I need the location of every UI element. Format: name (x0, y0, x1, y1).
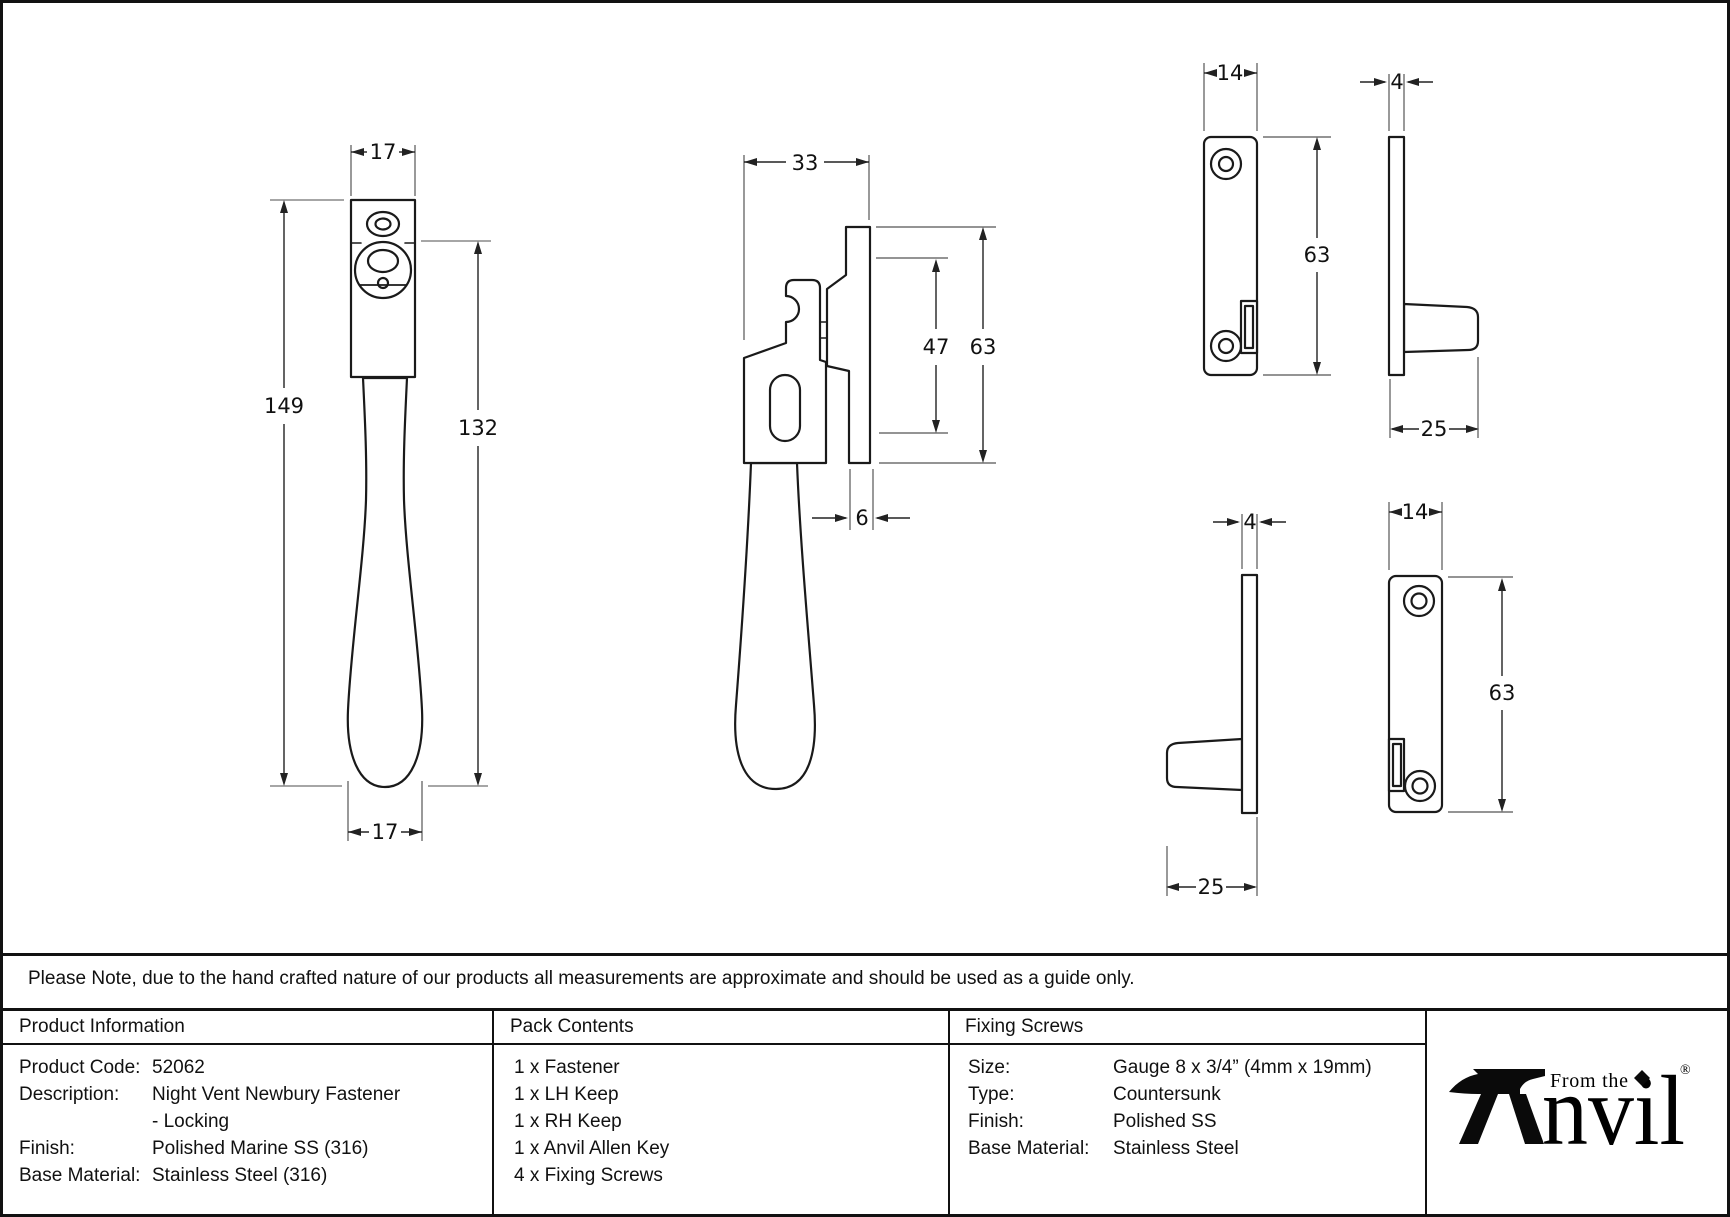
product-code-label: Product Code: (19, 1057, 141, 1078)
fastener-screw-hole-outer (365, 210, 401, 238)
technical-drawing: 17 149 132 17 33 47 63 6 14 63 4 25 4 25… (264, 61, 1515, 899)
registered-trademark-icon: ® (1680, 1063, 1691, 1078)
dimension-labels: 17 149 132 17 33 47 63 6 14 63 4 25 4 25… (264, 61, 1515, 899)
keep-lh-side-plate (1387, 135, 1406, 377)
logo-tagline: From the (1550, 1070, 1628, 1092)
keep-rh-front-view (1387, 574, 1444, 814)
keep-rh-wedge (1165, 737, 1244, 792)
note-row-top-rule (0, 953, 1730, 956)
fastener-lock-barrel (353, 240, 413, 300)
screw-material-value: Stainless Steel (1113, 1138, 1239, 1159)
keep-rh-screw-hole-top (1402, 584, 1436, 618)
base-material-label: Base Material: (19, 1165, 141, 1186)
pack-item: 1 x LH Keep (514, 1084, 619, 1105)
description-value: Night Vent Newbury Fastener (152, 1084, 401, 1105)
pack-item: 4 x Fixing Screws (514, 1165, 663, 1186)
keep-lh-screw-hole-top (1209, 147, 1243, 181)
dim-front-handle-height: 132 (458, 416, 498, 440)
pack-item: 1 x Anvil Allen Key (514, 1138, 670, 1159)
table-divider-3 (1425, 1008, 1427, 1214)
table-divider-1 (492, 1008, 494, 1214)
fastener-side-view (734, 225, 872, 791)
base-material-value: Stainless Steel (316) (152, 1165, 328, 1186)
keep-lh-front-view (1202, 135, 1259, 377)
keep-lh-side-view (1387, 135, 1480, 377)
fastener-side-body (742, 278, 828, 465)
screw-type-value: Countersunk (1113, 1084, 1221, 1105)
screw-material-label: Base Material: (968, 1138, 1090, 1159)
keep-rh-side-plate (1240, 573, 1259, 815)
dim-side-plate-thickness: 6 (855, 506, 868, 530)
dim-keep-rh-height: 63 (1489, 681, 1516, 705)
screw-size-value: Gauge 8 x 3/4” (4mm x 19mm) (1113, 1057, 1372, 1078)
extension-lines (347, 63, 1513, 896)
dim-front-width-bottom: 17 (372, 820, 399, 844)
pack-contents-header: Pack Contents (510, 1016, 634, 1037)
brand-logo-cell: From the nvil ® (1425, 1008, 1730, 1214)
note-row: Please Note, due to the hand crafted nat… (0, 953, 1730, 1008)
diamond-icon (1634, 1070, 1650, 1086)
pack-item: 1 x RH Keep (514, 1111, 622, 1132)
description-label: Description: (19, 1084, 120, 1105)
product-code-value: 52062 (152, 1057, 205, 1078)
fastener-keyway (366, 248, 400, 274)
fastener-front-view (346, 198, 424, 789)
fixing-screws-header: Fixing Screws (965, 1016, 1084, 1037)
finish-value: Polished Marine SS (316) (152, 1138, 369, 1159)
dim-side-width: 33 (792, 151, 819, 175)
dim-keep-rh-depth: 25 (1198, 875, 1225, 899)
fastener-front-handle (346, 376, 424, 789)
screw-finish-value: Polished SS (1113, 1111, 1217, 1132)
dim-keep-lh-height: 63 (1304, 243, 1331, 267)
screw-size-label: Size: (968, 1057, 1011, 1078)
dim-side-inner-height: 47 (923, 335, 950, 359)
screw-type-label: Type: (968, 1084, 1015, 1105)
dim-front-width-top: 17 (370, 140, 397, 164)
fastener-side-slot (768, 373, 802, 443)
dim-keep-lh-width: 14 (1217, 61, 1244, 85)
table-divider-2 (948, 1008, 950, 1214)
from-the-anvil-logo: From the nvil ® (1449, 1056, 1691, 1166)
logo-brand-text: nvil (1542, 1056, 1685, 1166)
pack-item: 1 x Fastener (514, 1057, 620, 1078)
anvil-letter-a-icon (1449, 1069, 1545, 1144)
dimension-lines (283, 72, 1503, 888)
dim-keep-lh-thickness: 4 (1390, 70, 1403, 94)
dim-keep-lh-depth: 25 (1421, 417, 1448, 441)
fastener-screw-hole-inner (374, 217, 392, 231)
dim-keep-rh-width: 14 (1402, 500, 1429, 524)
description-value-line2: - Locking (152, 1111, 230, 1132)
finish-label: Finish: (19, 1138, 75, 1159)
fastener-lock-pin (376, 276, 390, 290)
table-header-rule (0, 1043, 1425, 1045)
table-top-rule (0, 1008, 1730, 1011)
measurement-note: Please Note, due to the hand crafted nat… (28, 968, 1135, 989)
fastener-side-handle (734, 461, 816, 791)
dim-front-height: 149 (264, 394, 304, 418)
fastener-side-bracket (825, 225, 872, 465)
dimension-arrows (280, 69, 1506, 891)
keep-rh-side-view (1165, 573, 1259, 815)
dim-side-height: 63 (970, 335, 997, 359)
product-info-header: Product Information (19, 1016, 185, 1037)
keep-lh-wedge (1402, 302, 1480, 354)
dim-keep-rh-thickness: 4 (1243, 510, 1256, 534)
screw-finish-label: Finish: (968, 1111, 1024, 1132)
